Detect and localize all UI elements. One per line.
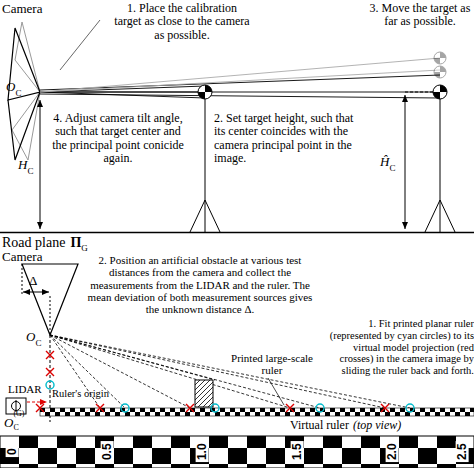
drawing-part: [50, 335, 125, 408]
drawing-part: [27, 402, 47, 403]
drawing-part: [46, 381, 54, 389]
drawing-part: [381, 404, 389, 412]
step-note: 1. Fit printed planar ruler (represented…: [318, 318, 474, 377]
step-note: 2. Set target height, such that its cent…: [214, 112, 354, 166]
point-symbol: O: [4, 416, 13, 431]
drawing-part: [198, 85, 212, 99]
ruler-digit: 2.0: [385, 442, 398, 463]
drawing-part: [286, 404, 294, 412]
subscript: C: [15, 88, 21, 98]
drawing-part: [433, 85, 447, 99]
drawing-part: [406, 404, 414, 412]
ruler-label: Virtual ruler: [290, 419, 349, 432]
step-note: 4. Adjust camera tilt angle, such that t…: [52, 112, 184, 166]
drawing-part: [198, 85, 212, 99]
drawing-part: [46, 381, 414, 412]
drawing-part: [22, 264, 78, 335]
drawing-part: [40, 58, 440, 92]
subscript: C: [13, 424, 18, 433]
drawing-part: [40, 94, 440, 98]
drawing-part: [36, 404, 44, 412]
plane-label: Road plane: [2, 235, 65, 251]
step-note: 3. Move the target as far as possible.: [366, 2, 474, 29]
drawing-part: [425, 85, 455, 232]
ruler-label: (top view): [353, 419, 401, 432]
drawing-part: [40, 75, 440, 90]
drawing-part: [50, 335, 190, 408]
drawing-part: [46, 351, 54, 359]
sensor-label: LIDAR: [8, 383, 42, 395]
ruler-digit: 0: [5, 447, 18, 458]
drawing-part: [434, 66, 446, 78]
drawing-part: [405, 95, 406, 229]
drawing-part: [96, 404, 104, 412]
origin-label: Ruler's origin: [52, 388, 109, 400]
ruler-digit: 1.5: [290, 442, 303, 463]
drawing-part: [8, 92, 40, 160]
subscript: C: [389, 163, 395, 173]
drawing-part: [316, 404, 324, 412]
drawing-part: [425, 99, 455, 232]
drawing-part: [0, 436, 474, 468]
drawing-part: [434, 52, 446, 78]
drawing-part: [23, 292, 49, 293]
subscript: C: [35, 338, 41, 348]
drawing-part: [12, 22, 40, 160]
drawing-part: [195, 380, 213, 407]
drawing-part: [434, 52, 446, 64]
superscript: (G): [13, 410, 24, 419]
drawing-part: [0, 232, 474, 234]
drawing-part: [36, 351, 389, 412]
step-note: 2. Position an artificial obstacle at va…: [84, 254, 316, 316]
drawing-part: [433, 85, 447, 99]
step-note: 1. Place the calibration target as close…: [112, 2, 252, 42]
drawing-part: [46, 368, 54, 376]
point-symbol: O: [6, 80, 15, 95]
drawing-part: [434, 52, 446, 64]
drawing-part: [40, 70, 440, 92]
drawing-part: [121, 404, 129, 412]
point-symbol: O: [26, 330, 35, 345]
drawing-part: [186, 404, 194, 412]
drawing-part: [40, 92, 440, 93]
drawing-part: [40, 100, 41, 229]
drawing-part: [211, 404, 219, 412]
drawing-part: [60, 20, 100, 70]
drawing-part: [405, 92, 433, 93]
camera-label: Camera: [2, 250, 42, 265]
subscript: C: [27, 166, 33, 176]
dimension-symbol: Δ: [29, 274, 37, 289]
subscript: G: [81, 243, 88, 253]
drawing-part: [50, 335, 385, 408]
drawing-part: [40, 58, 440, 92]
dimension-symbol: Ĥ: [380, 155, 389, 170]
ruler-digit: 1.0: [195, 442, 208, 463]
drawing-part: [22, 264, 50, 335]
plane-symbol: Π: [70, 235, 81, 251]
drawing-part: [50, 335, 290, 408]
dimension-symbol: H: [18, 158, 27, 173]
ruler-digit: 2.5: [455, 442, 468, 463]
camera-label: Camera: [2, 2, 42, 17]
ruler-label: Printed large-scale ruler: [222, 352, 322, 377]
ruler-digit: 0.5: [100, 442, 113, 463]
drawing-part: [434, 66, 446, 78]
drawing-part: [268, 378, 284, 405]
